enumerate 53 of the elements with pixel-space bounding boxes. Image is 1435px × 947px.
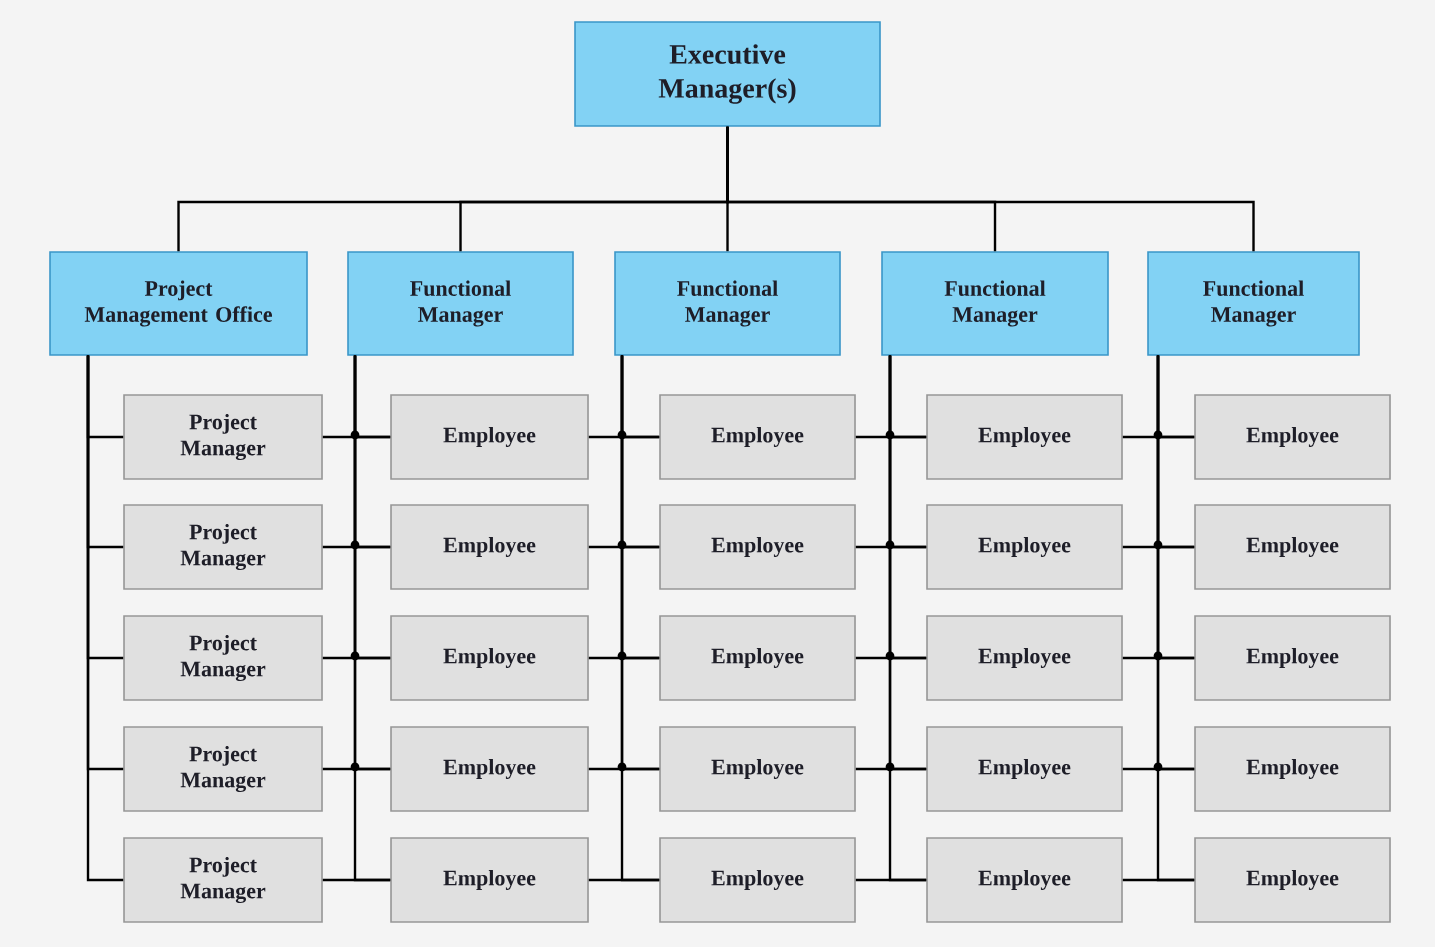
org-unit-box: Functional Manager [347,251,574,356]
staff-box: Employee [926,394,1123,480]
staff-box: Employee [390,394,589,480]
connector [855,878,927,882]
connector [855,656,927,660]
connector [588,878,660,882]
staff-box: Employee [1194,394,1391,480]
staff-box: Project Manager [123,726,323,812]
org-unit-box: Functional Manager [614,251,841,356]
org-unit-box: Project Management Office [49,251,308,356]
staff-box: Employee [1194,837,1391,923]
staff-box: Employee [1194,726,1391,812]
staff-box: Employee [390,504,589,590]
connector [1122,878,1195,882]
org-unit-box: Executive Manager(s) [574,21,881,127]
staff-box: Employee [659,726,856,812]
staff-box: Employee [659,615,856,701]
connector [855,545,927,549]
org-unit-box: Functional Manager [881,251,1109,356]
connector [588,435,660,439]
staff-box: Employee [926,615,1123,701]
staff-box: Employee [1194,615,1391,701]
staff-box: Employee [659,837,856,923]
staff-box: Project Manager [123,615,323,701]
connector [1122,656,1195,660]
staff-box: Employee [390,837,589,923]
connector [86,355,124,882]
staff-box: Employee [390,615,589,701]
connector [1122,767,1195,771]
connector [855,435,927,439]
staff-box: Employee [926,837,1123,923]
staff-box: Project Manager [123,837,323,923]
staff-box: Employee [659,394,856,480]
staff-box: Employee [659,504,856,590]
connector [1122,545,1195,549]
connector [322,545,391,549]
connector [588,656,660,660]
staff-box: Employee [926,504,1123,590]
org-unit-box: Functional Manager [1147,251,1360,356]
connector [322,435,391,439]
connector [855,767,927,771]
staff-box: Employee [1194,504,1391,590]
connector [588,545,660,549]
connector [322,767,391,771]
staff-box: Employee [390,726,589,812]
connector [322,878,391,882]
staff-box: Project Manager [123,394,323,480]
connector [588,767,660,771]
connector [1122,435,1195,439]
staff-box: Employee [926,726,1123,812]
connector [322,656,391,660]
connector [726,126,1255,252]
staff-box: Project Manager [123,504,323,590]
